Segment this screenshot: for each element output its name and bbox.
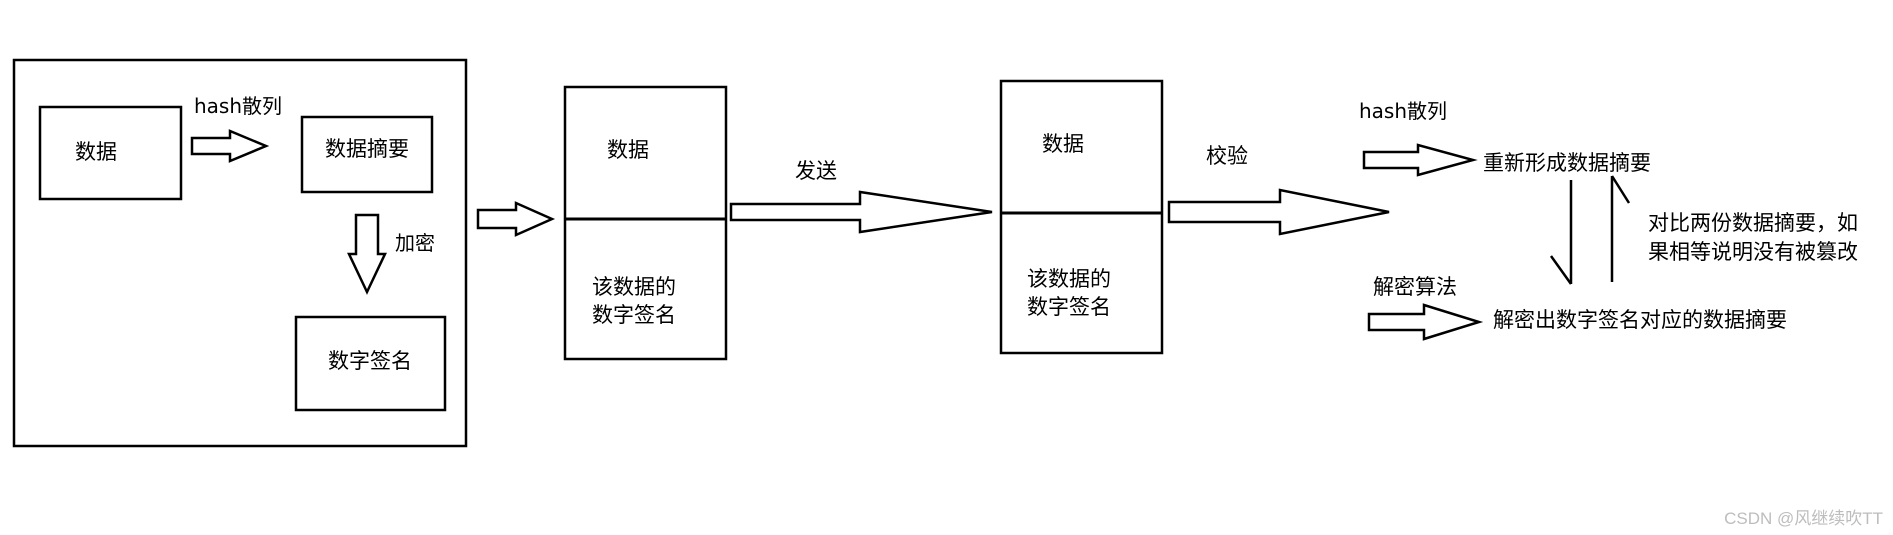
compare-note-line2: 果相等说明没有被篡改	[1648, 240, 1858, 264]
compare-arrow-down-head	[1549, 255, 1573, 285]
data-box	[38, 105, 183, 201]
compare-arrow-up-head	[1610, 175, 1631, 204]
encrypt-arrow	[347, 213, 387, 295]
verify-arrow	[1167, 188, 1390, 236]
hash-arrow-1	[190, 129, 270, 163]
send-label: 发送	[795, 159, 837, 183]
regen-digest-label: 重新形成数据摘要	[1483, 151, 1651, 175]
hash-label-2: hash散列	[1359, 99, 1447, 123]
packet-data-label-sender: 数据	[607, 138, 649, 162]
packet-data-label-receiver: 数据	[1042, 132, 1084, 156]
verify-label: 校验	[1206, 144, 1248, 168]
encrypt-label: 加密	[395, 231, 435, 255]
sender-box	[12, 58, 468, 448]
packet-sig-label-receiver-line2: 数字签名	[1027, 295, 1111, 319]
compare-note-line1: 对比两份数据摘要，如	[1648, 211, 1858, 235]
decrypted-digest-label: 解密出数字签名对应的数据摘要	[1493, 308, 1787, 332]
data-label: 数据	[75, 140, 117, 164]
hash-label-1: hash散列	[194, 94, 282, 118]
decrypt-arrow	[1367, 303, 1484, 341]
digest-box	[300, 115, 434, 194]
packet-box-sender	[563, 85, 728, 361]
packet-sig-label-sender-line2: 数字签名	[592, 303, 676, 327]
signature-label: 数字签名	[328, 349, 412, 373]
packet-sig-label-receiver-line1: 该数据的	[1027, 267, 1111, 291]
csdn-watermark: CSDN @风继续吹TT	[1724, 509, 1883, 528]
hash-arrow-2	[1362, 143, 1478, 177]
signature-box	[294, 315, 447, 412]
package-arrow	[476, 201, 556, 237]
digest-label: 数据摘要	[325, 137, 409, 161]
packet-sig-label-sender-line1: 该数据的	[592, 275, 676, 299]
decrypt-algo-label: 解密算法	[1373, 275, 1457, 299]
packet-box-receiver	[999, 79, 1164, 355]
send-arrow	[729, 190, 993, 234]
